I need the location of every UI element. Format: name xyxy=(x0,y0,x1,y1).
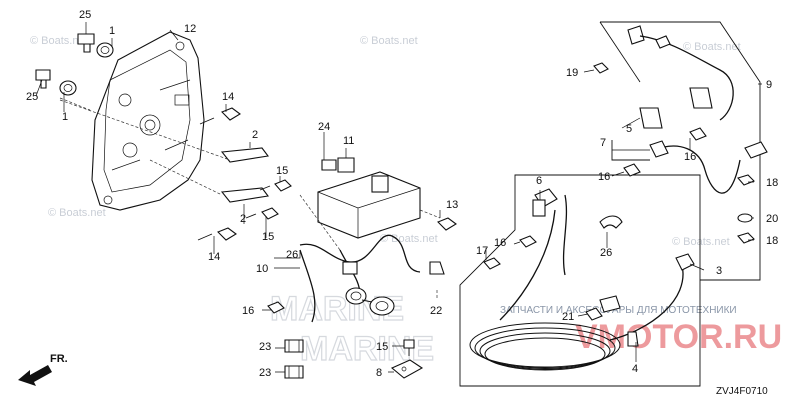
front-label: FR. xyxy=(50,353,68,365)
watermark-ru-site: VMOTOR.RU xyxy=(575,318,782,356)
callout-label: 14 xyxy=(222,91,234,103)
callout-label: 13 xyxy=(446,199,458,211)
watermark-boats: © Boats.net xyxy=(683,41,741,53)
callout-label: 23 xyxy=(259,367,271,379)
callout-label: 7 xyxy=(600,137,606,149)
callout-label: 23 xyxy=(259,341,271,353)
battery-cable-group xyxy=(459,174,701,387)
callout-label: 1 xyxy=(62,111,68,123)
callout-label: 8 xyxy=(376,367,382,379)
callout-label: 6 xyxy=(536,175,542,187)
callout-label: 16 xyxy=(494,237,506,249)
callout-label: 10 xyxy=(256,263,268,275)
watermark-boats: © Boats.net xyxy=(380,233,438,245)
callout-label: 18 xyxy=(766,177,778,189)
callout-label: 5 xyxy=(626,123,632,135)
watermark-ru-text: ЗАПЧАСТИ И АКСЕССУАРЫ ДЛЯ МОТОТЕХНИКИ xyxy=(500,305,737,316)
callout-label: 2 xyxy=(252,129,258,141)
watermark-boats: © Boats.net xyxy=(360,35,418,47)
diagram-code: ZVJ4F0710 xyxy=(716,386,768,397)
callout-label: 21 xyxy=(562,311,574,323)
callout-label: 26 xyxy=(600,247,612,259)
regulator-assembly xyxy=(267,157,457,379)
watermark-boats: © Boats.net xyxy=(30,35,88,47)
callout-label: 12 xyxy=(184,23,196,35)
callout-label: 26 xyxy=(286,249,298,261)
callout-label: 11 xyxy=(343,135,354,147)
callout-label: 25 xyxy=(26,91,38,103)
callout-labels: 25 1 12 1 25 14 2 15 2 15 14 24 11 13 10… xyxy=(26,9,778,379)
front-arrow: FR. xyxy=(18,353,68,386)
grommet-group-left xyxy=(35,33,114,96)
callout-label: 16 xyxy=(242,305,254,317)
watermark-boats: © Boats.net xyxy=(48,207,106,219)
cable-kit-group xyxy=(593,21,768,281)
callout-label: 2 xyxy=(240,213,246,225)
callout-label: 16 xyxy=(598,171,610,183)
callout-label: 15 xyxy=(276,165,288,177)
callout-label: 20 xyxy=(766,213,778,225)
callout-label: 17 xyxy=(476,245,488,257)
watermark-boats: © Boats.net xyxy=(672,236,730,248)
callout-label: 4 xyxy=(632,363,638,375)
callout-label: 22 xyxy=(430,305,442,317)
callout-label: 1 xyxy=(109,25,115,37)
callout-label: 24 xyxy=(318,121,330,133)
front-arrow-icon xyxy=(18,365,52,386)
callout-label: 16 xyxy=(684,151,696,163)
callout-label: 3 xyxy=(716,265,722,277)
callout-label: 15 xyxy=(376,341,388,353)
electrical-housing-cover xyxy=(91,31,205,211)
callout-label: 14 xyxy=(208,251,220,263)
callout-label: 9 xyxy=(766,79,772,91)
callout-label: 19 xyxy=(566,67,578,79)
callout-label: 25 xyxy=(79,9,91,21)
leader-lines xyxy=(35,22,762,373)
callout-label: 15 xyxy=(262,231,274,243)
callout-label: 18 xyxy=(766,235,778,247)
